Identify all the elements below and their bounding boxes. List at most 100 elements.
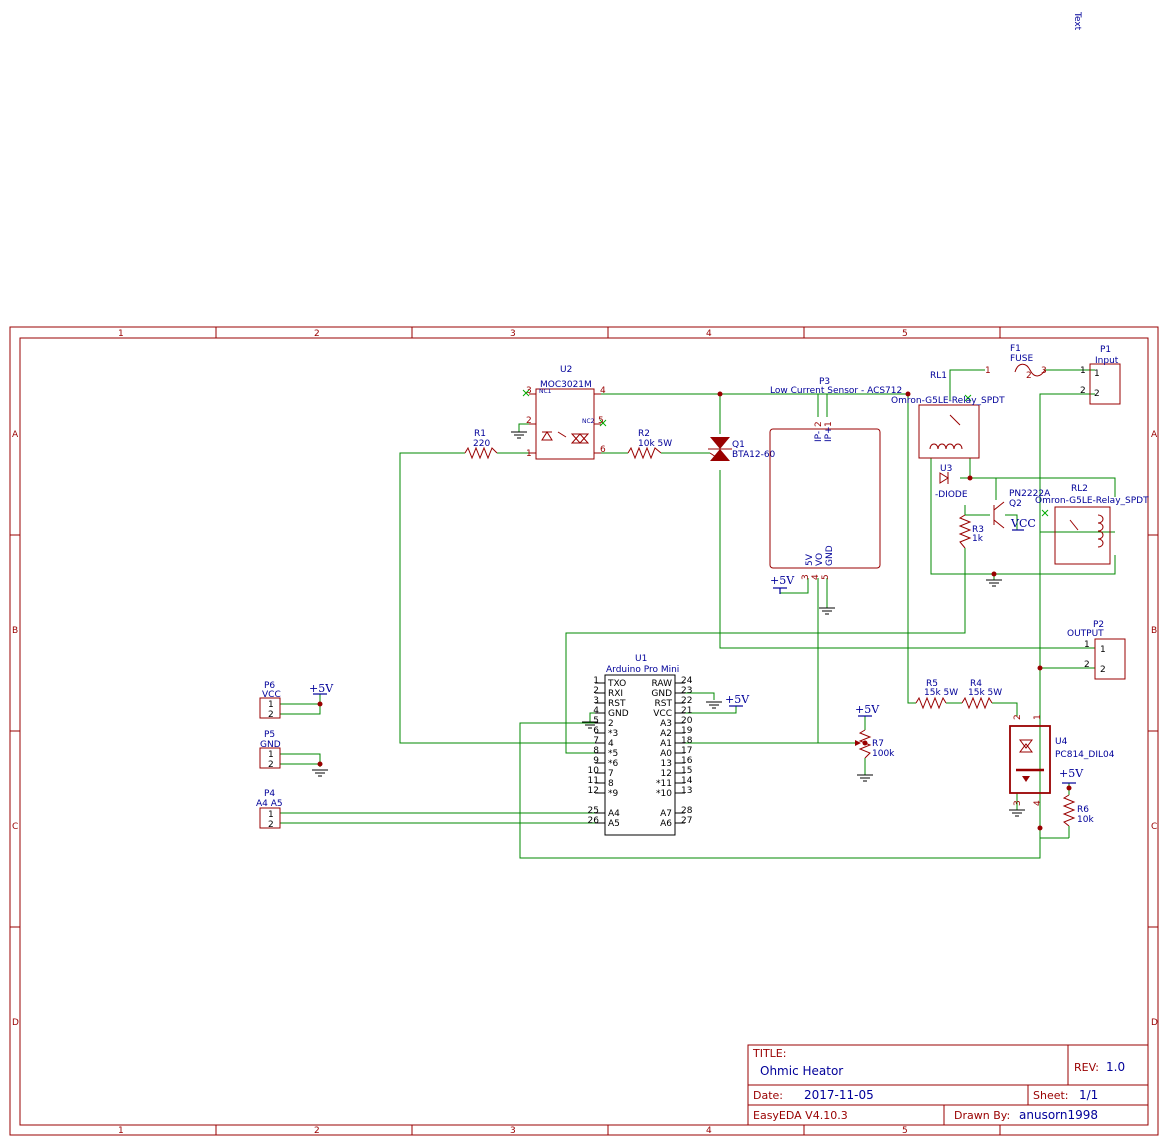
- title-label: TITLE:: [752, 1047, 786, 1060]
- u3-value: -DIODE: [935, 490, 968, 500]
- p3-pin-1: 1: [824, 421, 834, 427]
- frame-row-d-right: D: [1151, 1018, 1158, 1028]
- p5-ref: P5: [264, 730, 275, 740]
- u1-pin-name: *6: [608, 759, 619, 769]
- u1-pin-number: 1: [593, 676, 599, 686]
- u1-pin-name: RST: [608, 699, 626, 709]
- u1-pin-name: *9: [608, 789, 619, 799]
- p3-pin-5: 5: [821, 574, 831, 580]
- q2-ref: Q2: [1009, 499, 1022, 509]
- u1-pin-number: 3: [593, 696, 599, 706]
- ground-symbols: [312, 431, 1025, 817]
- p3-pin-name-5v: 5V: [805, 553, 815, 566]
- u1-pin-number: 7: [593, 736, 599, 746]
- q2-value: PN2222A: [1009, 489, 1051, 499]
- frame-col-4-top: 4: [706, 329, 712, 339]
- p6-ref: P6: [264, 681, 275, 691]
- u1-pin-name: RAW: [652, 679, 673, 689]
- u1-pin-number: 13: [681, 786, 692, 796]
- u1-pin-name: VCC: [653, 709, 672, 719]
- u1-pin-number: 14: [681, 776, 693, 786]
- u1-right-pin-labels: 24RAW23GND22RST21VCC20A319A218A117A01613…: [651, 676, 692, 829]
- p3-pin-3: 3: [801, 574, 811, 580]
- p3-pin-name-ipplus: IP+: [824, 426, 834, 442]
- u2-nc1: NC1: [539, 388, 552, 395]
- u1-pin-number: 26: [588, 816, 600, 826]
- u1-pin-number: 2: [593, 686, 599, 696]
- p3-current-sensor: [769, 428, 881, 569]
- u1-pin-name: A0: [660, 749, 672, 759]
- power-5v-symbols: [313, 587, 1076, 784]
- u1-pin-number: 17: [681, 746, 692, 756]
- frame-row-a-left: A: [12, 430, 19, 440]
- sheet-frame: [9, 326, 1159, 1136]
- p3-pin-4: 4: [811, 574, 821, 580]
- u1-pin-number: 25: [588, 806, 599, 816]
- p4-value: A4 A5: [256, 799, 283, 809]
- f1-pin-1: 1: [985, 366, 991, 376]
- sheet-value: 1/1: [1079, 1088, 1098, 1102]
- u1-pin-number: 23: [681, 686, 692, 696]
- p6-value: VCC: [262, 690, 281, 700]
- power-5v-label-p3: +5V: [770, 574, 795, 587]
- u1-pin-name: GND: [651, 689, 672, 699]
- u1-pin-name: A6: [660, 819, 672, 829]
- frame-col-2-top: 2: [314, 329, 320, 339]
- u1-pin-name: *10: [656, 789, 672, 799]
- title-value: Ohmic Heator: [760, 1064, 843, 1078]
- u1-pin-number: 18: [681, 736, 693, 746]
- r2-ref: R2: [638, 429, 650, 439]
- r7-wiper-arrow: [855, 740, 861, 746]
- u1-pin-number: 20: [681, 716, 693, 726]
- u1-pin-number: 8: [593, 746, 599, 756]
- f1-value: FUSE: [1010, 354, 1033, 364]
- rl1-ref: RL1: [930, 371, 947, 381]
- u1-pin-name: 12: [661, 769, 672, 779]
- u4-pin-3: 3: [1013, 800, 1023, 806]
- title-block-frame: [747, 1044, 1149, 1126]
- p1-pin-1-inner: 1: [1094, 369, 1100, 379]
- u1-pin-number: 24: [681, 676, 693, 686]
- rl2-ref: RL2: [1071, 484, 1088, 494]
- q1-triac: [708, 437, 732, 461]
- u1-pin-number: 4: [593, 706, 599, 716]
- u4-pin-2: 2: [1013, 714, 1023, 720]
- rl1-value: Omron-G5LE-Relay_SPDT: [891, 396, 1005, 406]
- p5-pin-1: 1: [268, 750, 274, 760]
- r5-resistor: [915, 696, 947, 710]
- power-5v-label-r7: +5V: [855, 703, 880, 716]
- r6-ref: R6: [1077, 805, 1089, 815]
- u1-pin-name: A2: [660, 729, 672, 739]
- q2-transistor: [993, 501, 1005, 529]
- f1-ref: F1: [1010, 344, 1021, 354]
- frame-col-4-bottom: 4: [706, 1126, 712, 1136]
- u1-pin-number: 28: [681, 806, 693, 816]
- u1-pin-name: *5: [608, 749, 618, 759]
- p4-a4a5-header: [259, 807, 281, 829]
- r6-value: 10k: [1077, 815, 1094, 825]
- frame-row-c-left: C: [12, 822, 18, 832]
- r3-resistor: [958, 514, 972, 549]
- frame-row-a-right: A: [1151, 430, 1158, 440]
- p4-pin-1: 1: [268, 810, 274, 820]
- u1-pin-name: A5: [608, 819, 620, 829]
- frame-col-5-bottom: 5: [902, 1126, 908, 1136]
- u2-optotriac: [529, 388, 601, 460]
- u4-value: PC814_DIL04: [1055, 750, 1115, 760]
- u1-pin-number: 19: [681, 726, 693, 736]
- u4-pin-1: 1: [1033, 714, 1043, 720]
- u1-pin-name: *3: [608, 729, 618, 739]
- no-connect-marks: [522, 389, 1049, 517]
- f1-pin-3: 3: [1041, 366, 1047, 376]
- r5-ref: R5: [926, 679, 938, 689]
- u1-pin-number: 12: [588, 786, 599, 796]
- u2-pin-6: 6: [600, 445, 606, 455]
- u1-pin-number: 15: [681, 766, 692, 776]
- u1-pin-number: 22: [681, 696, 692, 706]
- u1-arduino-body: [604, 674, 676, 836]
- u1-pin-name: TXO: [607, 679, 626, 689]
- p2-pin-2-inner: 2: [1100, 665, 1106, 675]
- corner-text: Text: [1072, 11, 1082, 31]
- r4-resistor: [961, 696, 993, 710]
- frame-row-c-right: C: [1151, 822, 1157, 832]
